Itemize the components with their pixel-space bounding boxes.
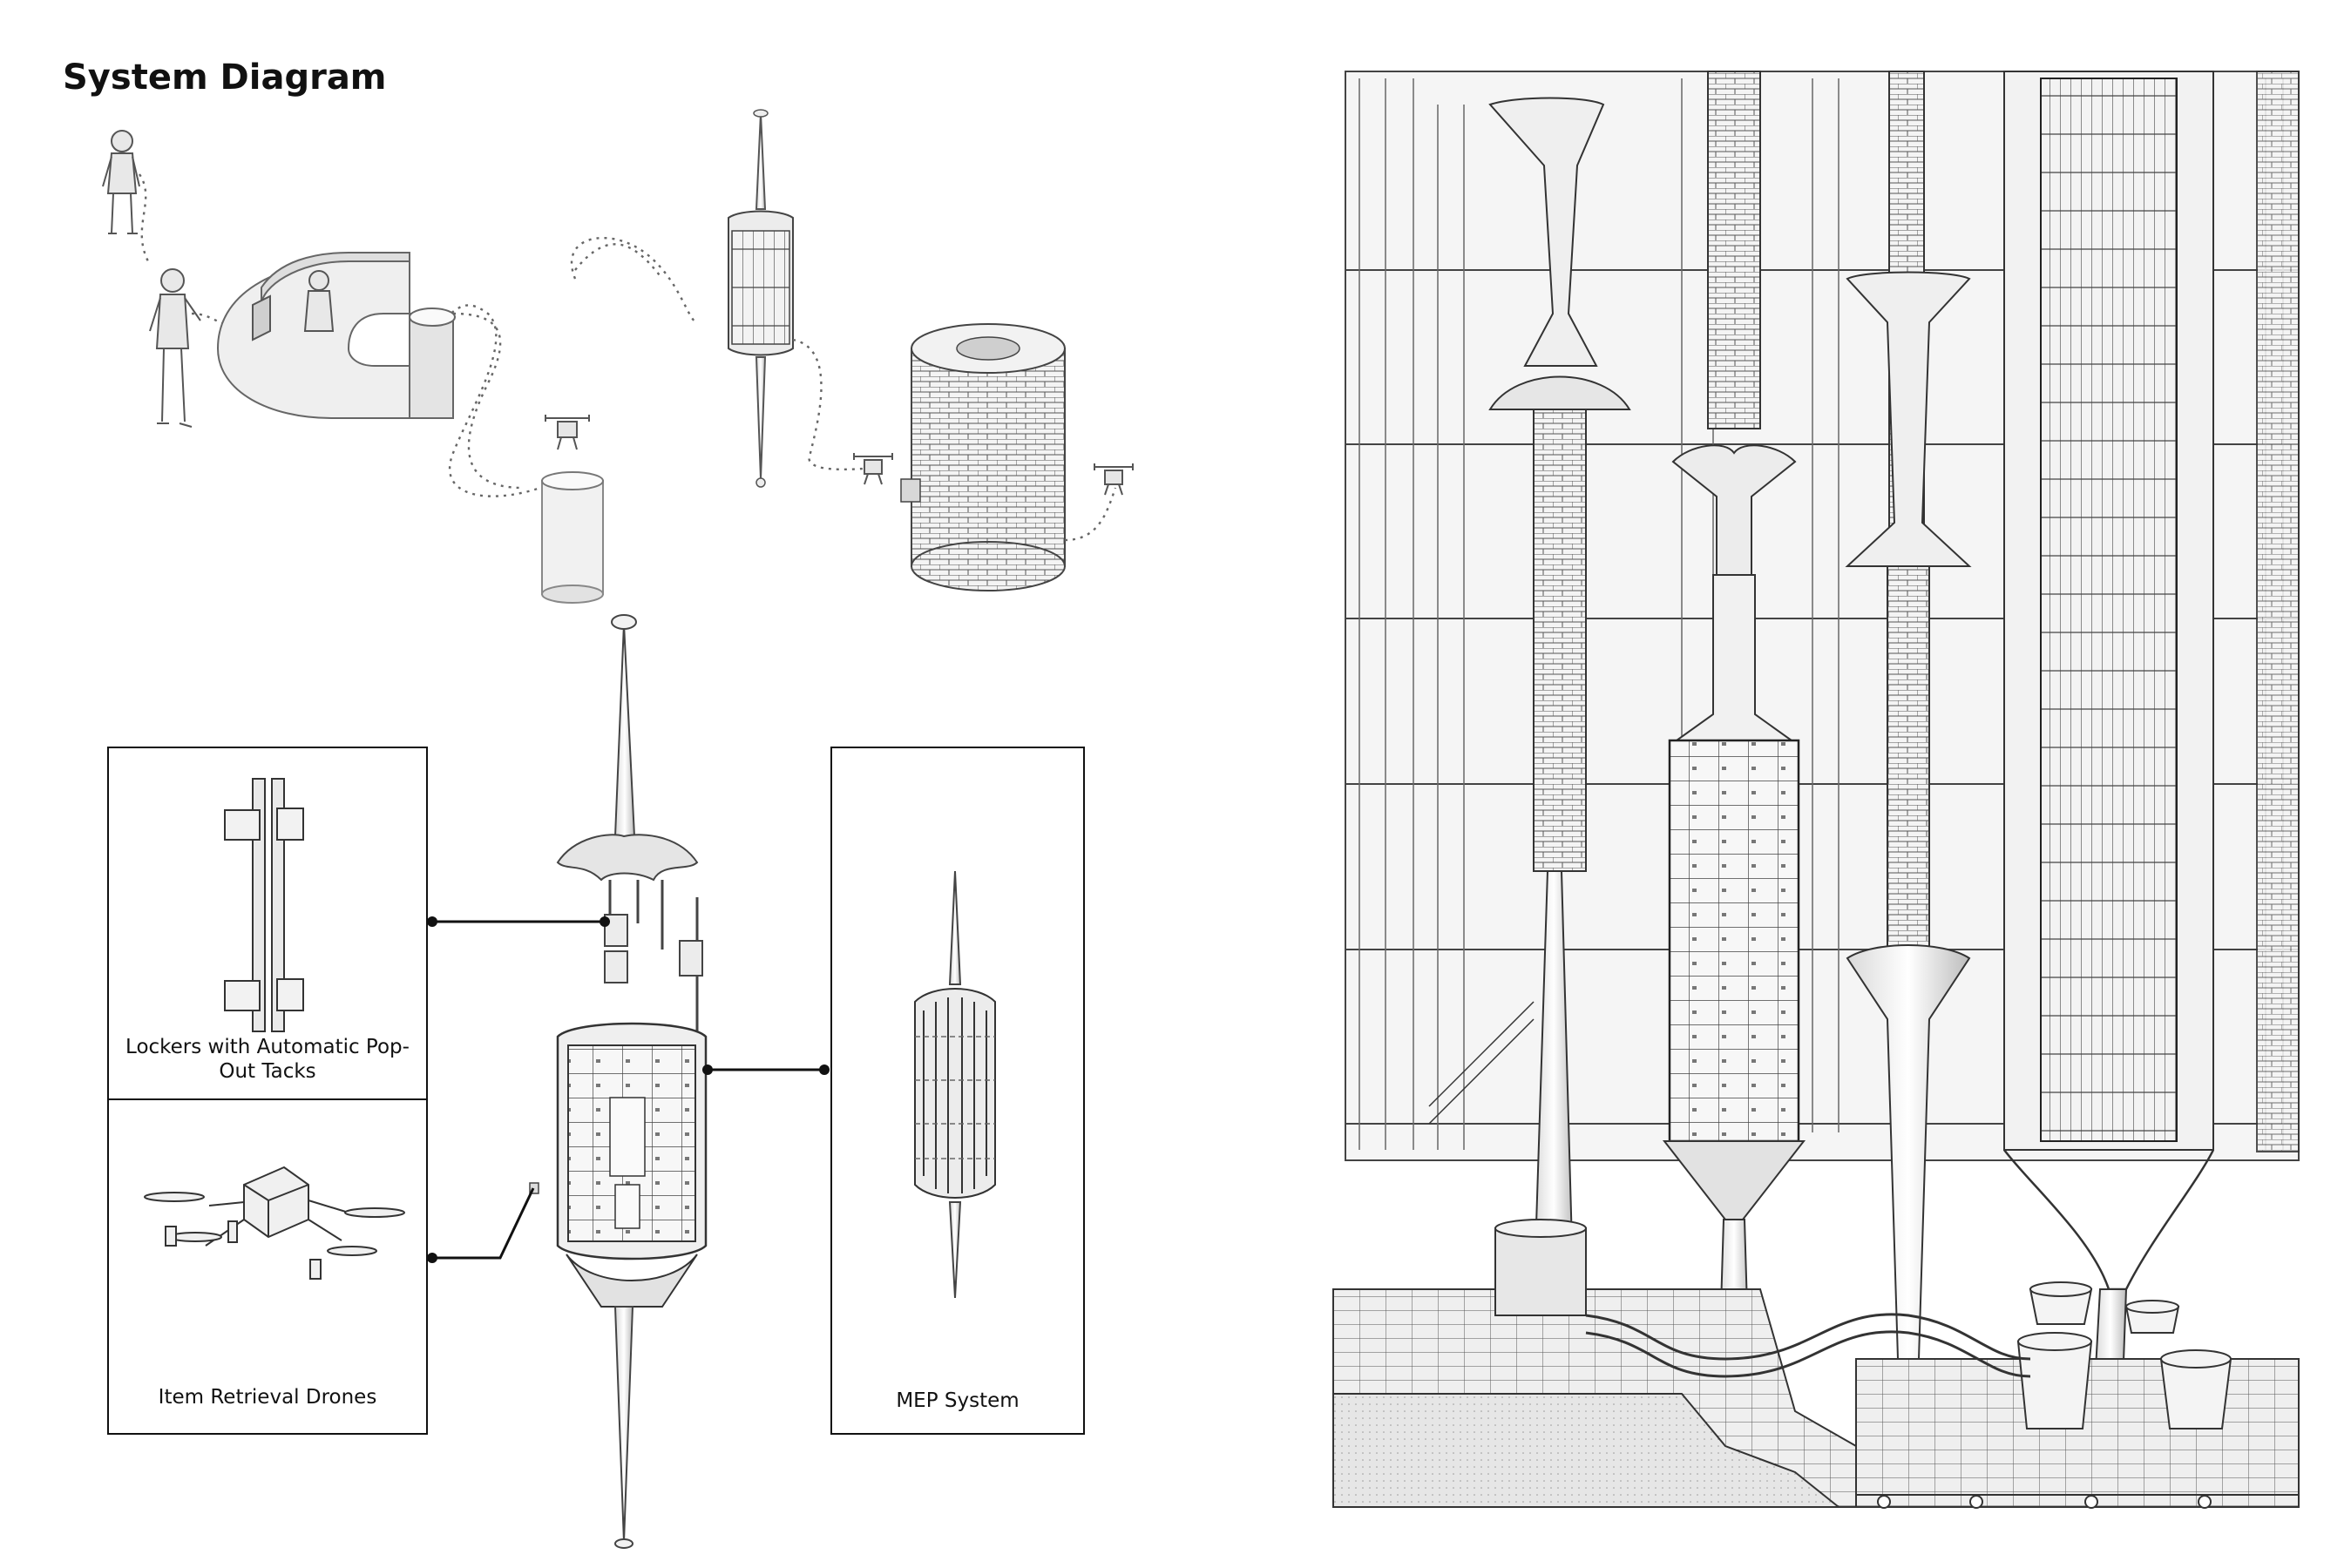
top-process-sequence	[102, 109, 1134, 604]
callout-boxes	[107, 747, 1085, 1435]
lockers-callout-label: Lockers with Automatic Pop-Out Tacks	[125, 1036, 410, 1083]
storage-tower-small	[728, 109, 794, 488]
exploded-tower-model	[529, 614, 708, 1549]
mep-callout-label: MEP System	[896, 1389, 1020, 1412]
brick-storage-silo	[900, 323, 1066, 591]
delivery-path-line	[1064, 487, 1117, 542]
brick-shaft	[2256, 71, 2300, 1152]
goblet-column	[1488, 97, 1631, 1308]
connector-dots	[427, 916, 830, 1263]
drone-icon	[529, 1182, 539, 1194]
delivery-path-line	[792, 338, 864, 471]
soil-section	[1332, 1393, 1841, 1508]
retrieval-drone-illustration	[144, 1166, 405, 1280]
goblet-column	[1845, 271, 1972, 1360]
rail-wheels	[1856, 1494, 2299, 1509]
brick-shaft	[1533, 400, 1587, 872]
drone-icon	[1094, 463, 1134, 496]
stair-section	[1428, 1001, 1535, 1125]
page-title: System Diagram	[63, 57, 387, 98]
planter-pots	[2016, 1281, 2232, 1429]
locker-mechanism-illustration	[224, 778, 304, 1032]
perspective-section-drawing	[1332, 71, 2300, 1509]
delivery-path-line	[139, 173, 541, 497]
brick-shaft	[1707, 71, 1761, 429]
drones-callout-box	[107, 1098, 428, 1435]
mep-pipe-curve	[1585, 1313, 2031, 1361]
drop-off-cylinder	[1494, 1219, 1587, 1316]
drones-callout-label: Item Retrieval Drones	[158, 1386, 377, 1409]
person-figure-icon	[149, 268, 201, 428]
drawer-stack-column	[2003, 71, 2215, 1386]
drop-off-cylinder	[541, 471, 604, 604]
drone-icon	[853, 453, 893, 485]
person-figure-icon	[102, 130, 140, 234]
reception-desk-ring	[216, 252, 456, 419]
mep-system-illustration	[914, 870, 996, 1299]
mep-callout-box	[830, 747, 1085, 1435]
delivery-path-line	[570, 236, 698, 324]
drone-icon	[545, 415, 590, 450]
callout-connectors	[432, 920, 824, 1260]
mep-pipe-curve	[1585, 1330, 2031, 1378]
delivery-path-line	[452, 312, 524, 490]
